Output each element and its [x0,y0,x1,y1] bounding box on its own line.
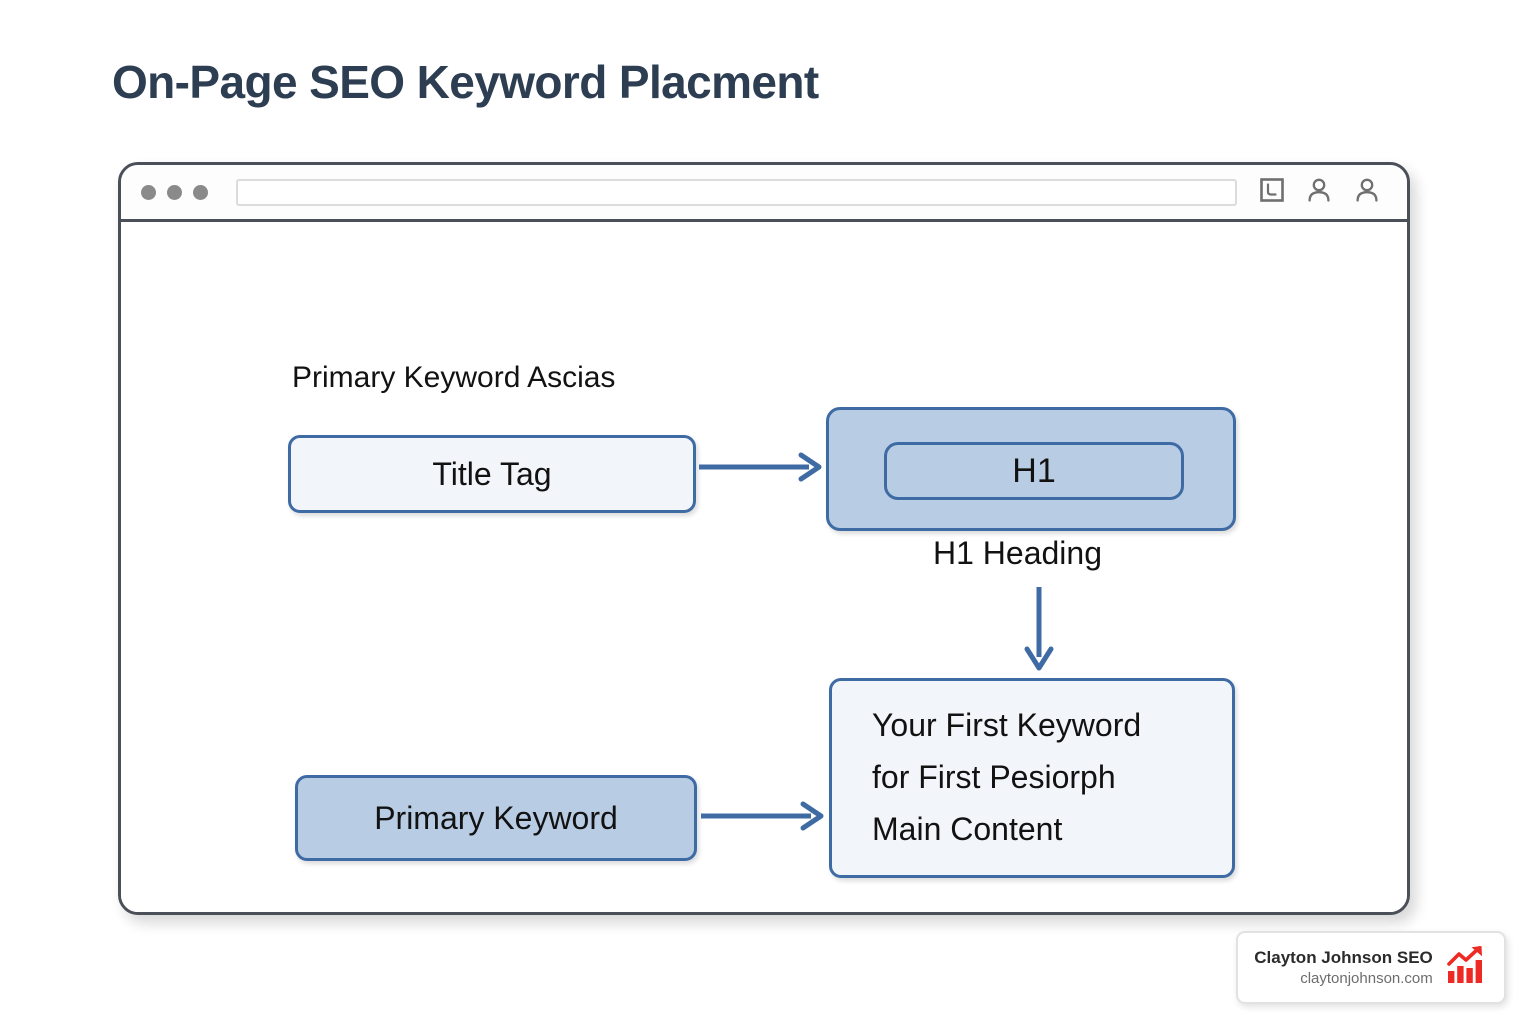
node-primary-keyword[interactable]: Primary Keyword [295,775,697,861]
page-title: On-Page SEO Keyword Placment [112,56,819,108]
brand-url: claytonjohnson.com [1300,969,1433,987]
address-bar-input[interactable] [236,178,1237,206]
reader-view-icon[interactable] [1259,177,1285,208]
main-content-line: Your First Keyword [872,707,1142,744]
node-h1-container[interactable]: H1 [826,407,1236,531]
arrow-h1-to-main-content-icon [1021,585,1057,682]
node-title-tag[interactable]: Title Tag [288,435,696,513]
user-icon[interactable] [1305,176,1333,209]
window-controls [141,184,208,200]
arrow-primary-keyword-to-main-content-icon [699,799,831,838]
brand-badge[interactable]: Clayton Johnson SEO claytonjohnson.com [1236,931,1506,1004]
main-content-line: for First Pesiorph [872,759,1116,796]
browser-chrome-bar [121,165,1407,222]
label-primary-keyword-ascias: Primary Keyword Ascias [292,361,616,394]
chrome-icon-group [1259,176,1385,209]
node-h1-inner[interactable]: H1 [884,442,1184,500]
brand-name: Clayton Johnson SEO [1254,947,1433,967]
user-icon[interactable] [1353,176,1381,209]
node-main-content[interactable]: Your First Keyword for First Pesiorph Ma… [829,678,1235,878]
brand-text-group: Clayton Johnson SEO claytonjohnson.com [1254,947,1433,988]
window-control-dot-minimize[interactable] [167,184,182,200]
window-control-dot-close[interactable] [141,184,156,200]
label-h1-heading: H1 Heading [933,535,1102,571]
window-control-dot-maximize[interactable] [193,184,208,200]
browser-viewport: Primary Keyword Ascias Title Tag H1 H1 H… [121,222,1407,912]
browser-window-mockup: Primary Keyword Ascias Title Tag H1 H1 H… [118,162,1410,915]
main-content-line: Main Content [872,810,1063,847]
arrow-title-tag-to-h1-icon [697,450,829,489]
growth-chart-icon [1444,943,1488,992]
